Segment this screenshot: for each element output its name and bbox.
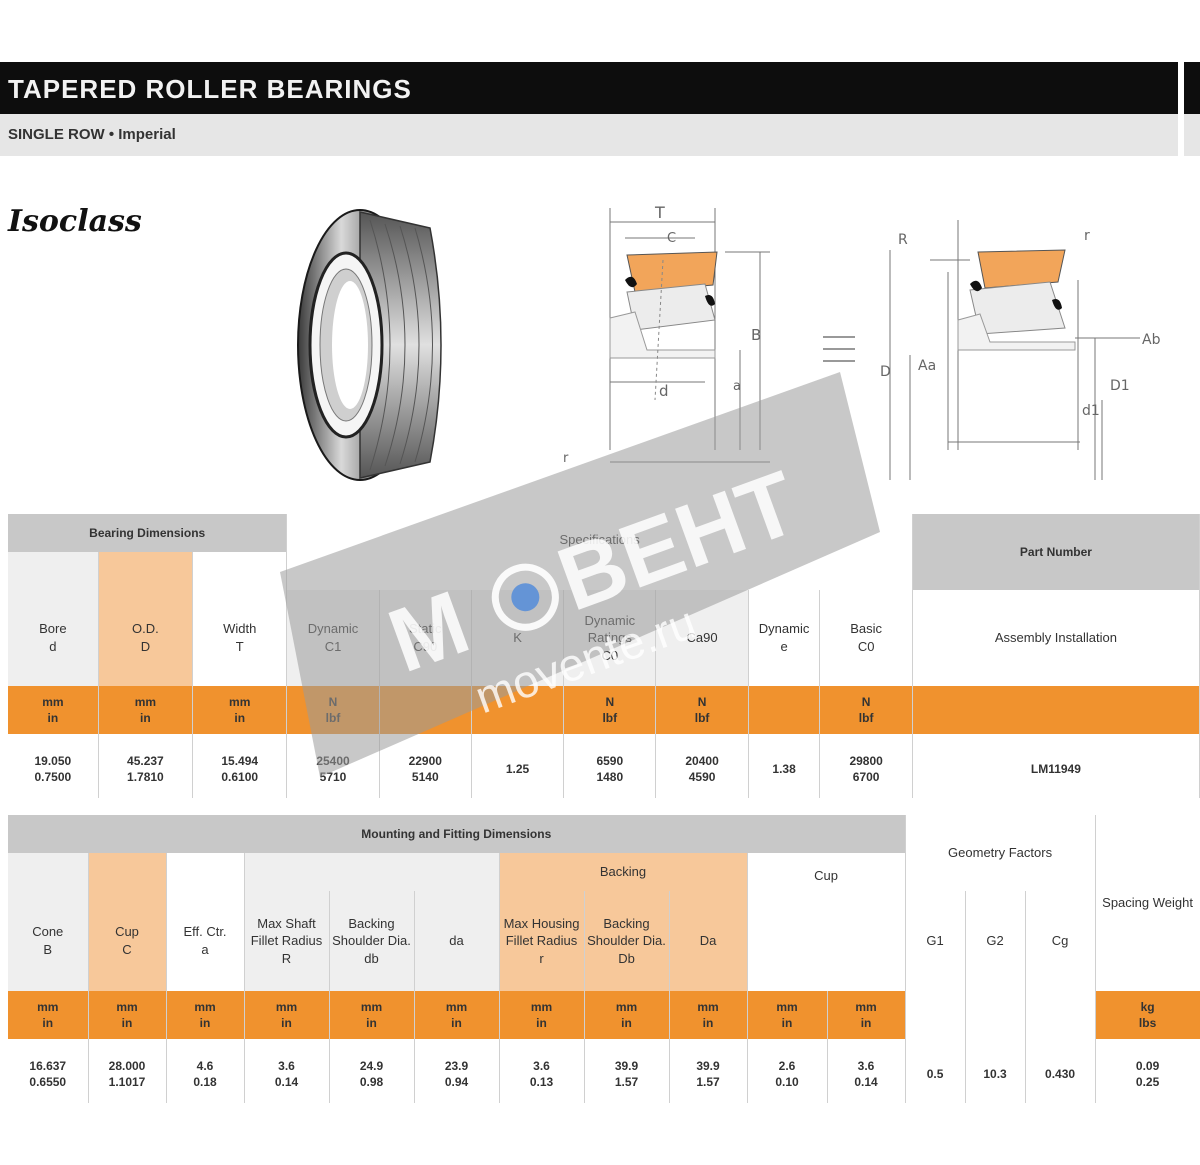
col-header-Db: Backing Shoulder Dia.Db <box>584 891 670 991</box>
cross-section-diagram-left: T C B d a r <box>563 203 770 466</box>
col-header-ca90: Ca90 <box>655 590 749 686</box>
dim-label-D: D <box>880 364 891 380</box>
specifications-table: Bearing Dimensions Specifications Part N… <box>8 514 1200 798</box>
subtitle-bar: SINGLE ROW • Imperial <box>0 114 1178 156</box>
dim-label-r: r <box>563 451 569 466</box>
group-header-cup: Cup <box>747 853 906 991</box>
col-header-db: Backing Shoulder Dia.db <box>329 891 415 991</box>
dim-label-T: T <box>654 203 665 222</box>
page-subtitle: SINGLE ROW • Imperial <box>8 126 176 143</box>
direction-arrow-icon <box>823 336 855 362</box>
dim-label-d: d <box>659 382 669 400</box>
group-header-geometry: Geometry Factors <box>905 815 1096 891</box>
col-header-G1: G1 <box>905 891 966 991</box>
col-header-eff-ctr: Eff. Ctr.a <box>166 891 245 991</box>
dim-label-B: B <box>751 326 761 344</box>
group-header-mounting: Mounting and Fitting Dimensions <box>8 815 906 853</box>
dim-label-R: R <box>898 232 908 248</box>
col-header-G2: G2 <box>965 891 1026 991</box>
title-bar-edge <box>1184 62 1200 114</box>
page-title: TAPERED ROLLER BEARINGS <box>8 74 412 104</box>
group-header-backing: Backing <box>499 853 748 891</box>
mounting-dimensions-table: Mounting and Fitting Dimensions Geometry… <box>8 815 1200 1103</box>
subtitle-bar-edge <box>1184 114 1200 156</box>
title-bar: TAPERED ROLLER BEARINGS <box>0 62 1178 114</box>
group-header-part-number: Part Number <box>912 514 1200 590</box>
dim-label-Ab: Ab <box>1142 332 1161 348</box>
col-header-Cg: Cg <box>1025 891 1096 991</box>
dim-label-r-right: r <box>1084 228 1090 244</box>
col-header-k: K <box>471 590 565 686</box>
dim-label-d1: d1 <box>1082 403 1100 419</box>
col-header-assembly: Assembly Installation <box>912 590 1200 686</box>
dim-label-Aa: Aa <box>918 358 936 374</box>
col-header-od: O.D.D <box>98 590 194 686</box>
group-header-bearing-dimensions: Bearing Dimensions <box>8 514 288 552</box>
cross-section-diagram-right: R r D Ab Aa D1 d1 <box>880 220 1161 480</box>
col-header-Da: Da <box>669 891 748 991</box>
dim-label-C: C <box>667 231 676 246</box>
series-name: Isoclass <box>8 204 142 239</box>
dim-label-D1: D1 <box>1110 378 1130 394</box>
bearing-photo <box>297 209 442 481</box>
dim-label-a: a <box>733 379 741 394</box>
group-header-spacing: Spacing Weight <box>1095 815 1200 991</box>
col-header-da: da <box>414 891 500 991</box>
group-header-specifications: Specifications <box>286 514 913 590</box>
